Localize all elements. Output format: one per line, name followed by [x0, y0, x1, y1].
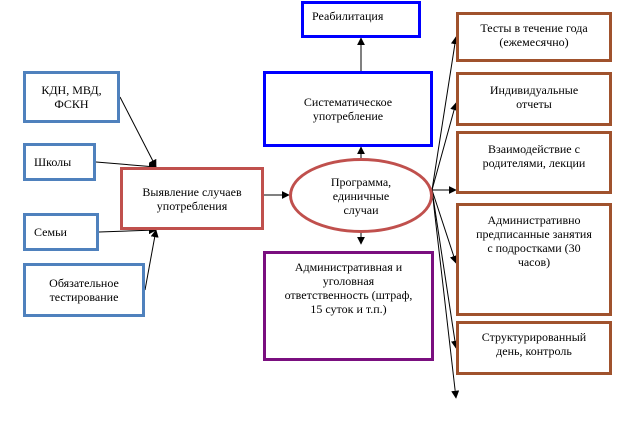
arrow-program-to-tests — [431, 36, 459, 191]
tests-during-year-box: Тесты в течение года (ежемесячно) — [456, 12, 612, 62]
individual-reports-box: Индивидуальные отчеты — [456, 72, 612, 126]
program-line-1: Программа, — [330, 174, 392, 189]
liability-line-1: Административная и — [294, 260, 403, 274]
families-line-1: Семьи — [34, 225, 67, 239]
schools-box: Школы — [23, 143, 96, 181]
rehabilitation-box: Реабилитация — [301, 1, 421, 38]
parents-line-1: Взаимодействие с — [488, 142, 580, 156]
liability-line-4: 15 суток и т.п.) — [310, 302, 387, 316]
program-line-3: случаи — [343, 202, 379, 217]
liability-line-2: уголовная — [322, 274, 375, 288]
liability-box: Административная и уголовная ответственн… — [263, 251, 434, 361]
detection-line-1: Выявление случаев — [142, 184, 242, 199]
kdn-line-1: КДН, МВД, — [41, 83, 102, 97]
arrow-program-to-classes — [431, 189, 458, 264]
arrow-program-to-reports — [431, 102, 458, 191]
classes-line-4: часов) — [517, 255, 551, 269]
program-ellipse: Программа, единичные случаи — [289, 158, 433, 233]
systematic-use-box: Систематическое употребление — [263, 71, 433, 147]
liability-line-3: ответственность (штраф, — [284, 288, 413, 302]
reports-line-1: Индивидуальные — [489, 83, 579, 97]
testing-line-2: тестирование — [49, 290, 119, 304]
arrow-program-to-below — [431, 189, 460, 399]
mandatory-testing-box: Обязательное тестирование — [23, 263, 145, 317]
classes-line-3: с подростками (30 — [487, 241, 581, 255]
kdn-line-2: ФСКН — [54, 97, 89, 111]
structured-line-1: Структурированный — [481, 330, 587, 344]
arrow-schools-to-detection — [95, 161, 157, 171]
arrow-program-to-structured — [431, 189, 459, 349]
tests-line-1: Тесты в течение года — [480, 21, 588, 35]
arrow-families-to-detection — [98, 226, 157, 235]
rehabilitation-line-1: Реабилитация — [312, 9, 384, 23]
detection-line-2: употребления — [156, 198, 228, 213]
systematic-line-1: Систематическое — [303, 95, 393, 109]
parents-line-2: родителями, лекции — [482, 156, 586, 170]
structured-day-box: Структурированный день, контроль — [456, 321, 612, 375]
testing-line-1: Обязательное — [49, 276, 119, 290]
detection-box: Выявление случаев употребления — [120, 167, 264, 230]
reports-line-2: отчеты — [516, 97, 552, 111]
arrow-testing-to-detection — [144, 229, 159, 291]
arrow-kdn-to-detection — [119, 96, 157, 168]
families-box: Семьи — [23, 213, 99, 251]
systematic-line-2: употребление — [312, 109, 384, 123]
program-line-2: единичные — [332, 188, 390, 203]
tests-line-2: (ежемесячно) — [499, 35, 569, 49]
structured-line-2: день, контроль — [496, 344, 572, 358]
kdn-mvd-fskn-box: КДН, МВД, ФСКН — [23, 71, 120, 123]
classes-line-1: Административно — [487, 213, 581, 227]
prescribed-classes-box: Административно предписанные занятия с п… — [456, 203, 612, 316]
parents-interaction-box: Взаимодействие с родителями, лекции — [456, 131, 612, 194]
classes-line-2: предписанные занятия — [476, 227, 592, 241]
schools-line-1: Школы — [34, 155, 72, 169]
